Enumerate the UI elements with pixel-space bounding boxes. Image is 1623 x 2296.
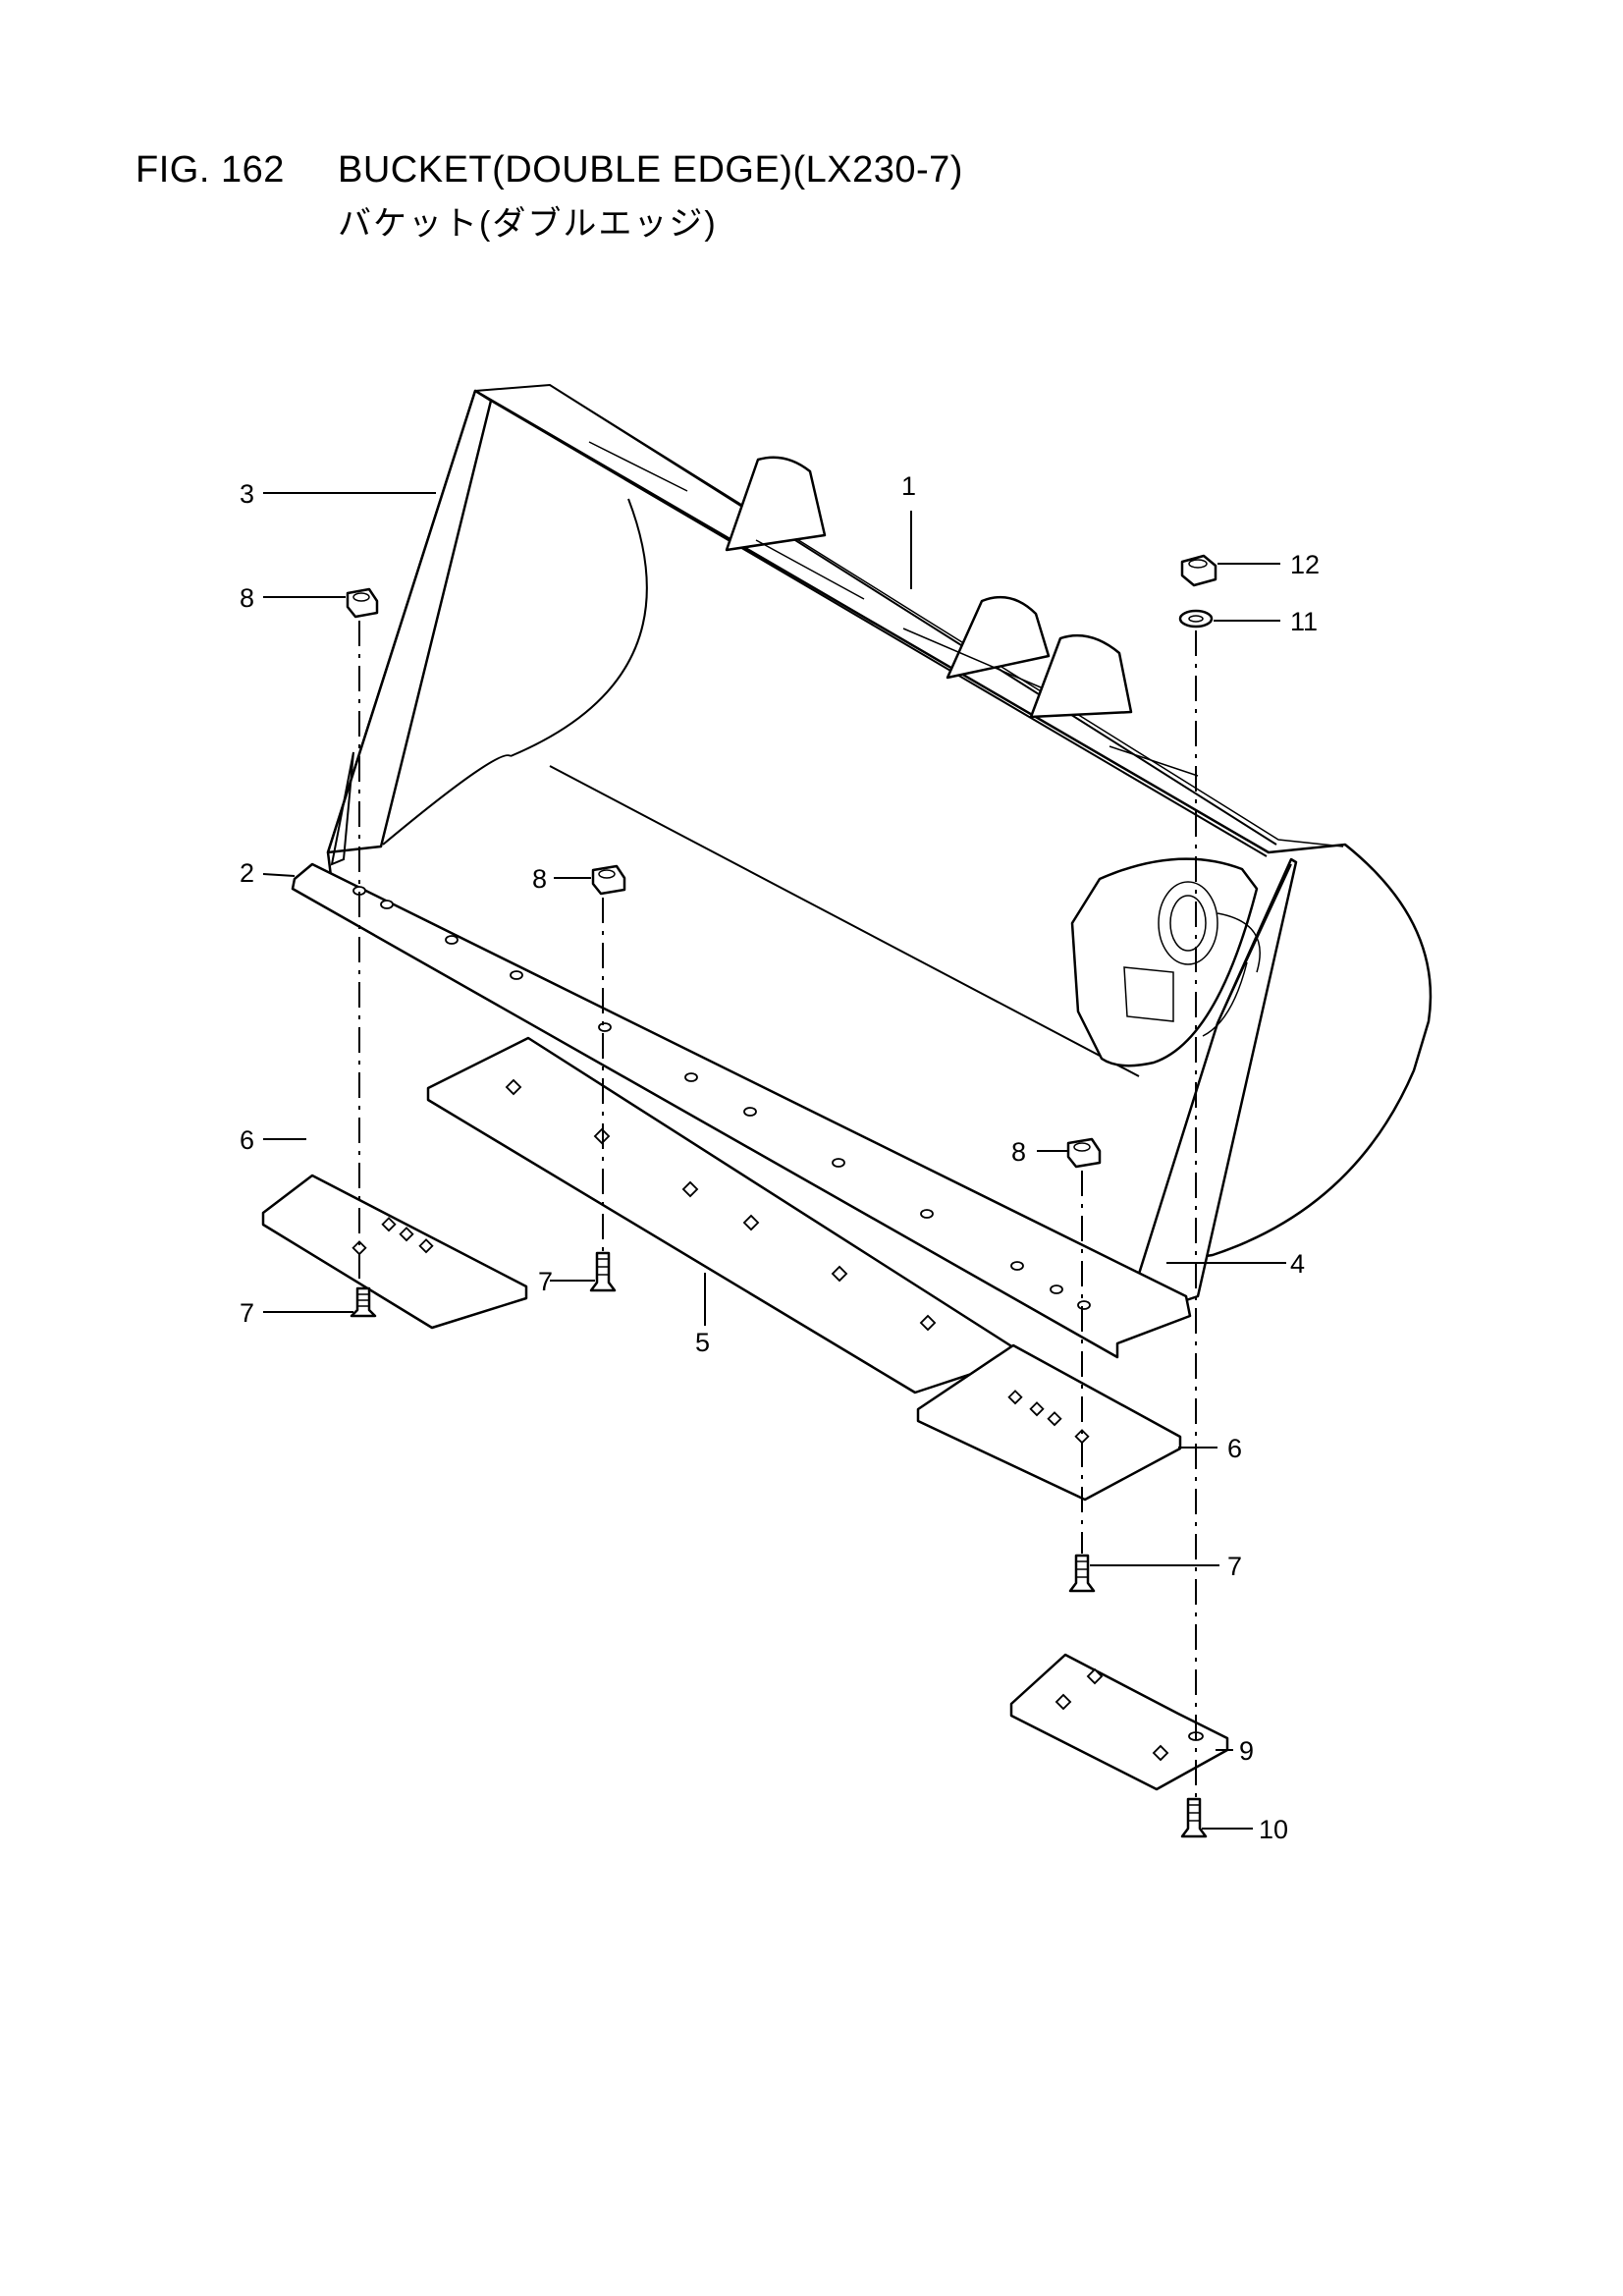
nut-parts bbox=[346, 554, 1217, 1169]
assembly-centerlines bbox=[358, 621, 1197, 1797]
nut-12 bbox=[1180, 554, 1217, 587]
bolt-7-right bbox=[1068, 1554, 1096, 1593]
end-bit-left bbox=[261, 1174, 528, 1330]
nut-8-left bbox=[346, 587, 379, 619]
wear-plate bbox=[1009, 1653, 1229, 1791]
bolt-7-left bbox=[350, 1286, 377, 1318]
bucket-body bbox=[291, 383, 1433, 1359]
callout-3: 3 bbox=[240, 479, 254, 509]
callout-10: 10 bbox=[1259, 1815, 1288, 1844]
figure-title: FIG. 162 BUCKET(DOUBLE EDGE)(LX230-7) bbox=[135, 149, 963, 191]
callout-7-right: 7 bbox=[1227, 1552, 1242, 1581]
callout-6-left: 6 bbox=[240, 1125, 254, 1155]
bolt-10 bbox=[1180, 1797, 1208, 1838]
callout-labels: 1 2 3 4 5 6 6 7 7 7 8 8 8 9 10 11 12 bbox=[240, 471, 1320, 1844]
callout-5: 5 bbox=[695, 1328, 710, 1357]
figure-name: BUCKET(DOUBLE EDGE)(LX230-7) bbox=[338, 149, 963, 191]
bolt-parts bbox=[350, 1251, 1208, 1838]
callout-2: 2 bbox=[240, 858, 254, 888]
callout-9: 9 bbox=[1239, 1736, 1254, 1766]
callout-12: 12 bbox=[1290, 550, 1320, 579]
callout-8-right: 8 bbox=[1011, 1137, 1026, 1167]
leader-lines bbox=[262, 492, 1286, 1830]
callout-6-right: 6 bbox=[1227, 1434, 1242, 1463]
callout-11: 11 bbox=[1290, 607, 1318, 636]
bolt-7-middle bbox=[589, 1251, 617, 1292]
figure-number: FIG. 162 bbox=[135, 149, 285, 191]
nut-8-right bbox=[1066, 1137, 1102, 1169]
callout-1: 1 bbox=[901, 471, 916, 501]
callout-4: 4 bbox=[1290, 1249, 1305, 1279]
callout-8-left: 8 bbox=[240, 583, 254, 613]
callout-7-middle: 7 bbox=[538, 1267, 553, 1296]
washer-11 bbox=[1178, 609, 1214, 629]
figure-subtitle: バケット(ダブルエッジ) bbox=[338, 205, 718, 243]
nut-8-middle bbox=[591, 864, 626, 896]
callout-8-middle: 8 bbox=[532, 864, 547, 894]
callout-7-left: 7 bbox=[240, 1298, 254, 1328]
